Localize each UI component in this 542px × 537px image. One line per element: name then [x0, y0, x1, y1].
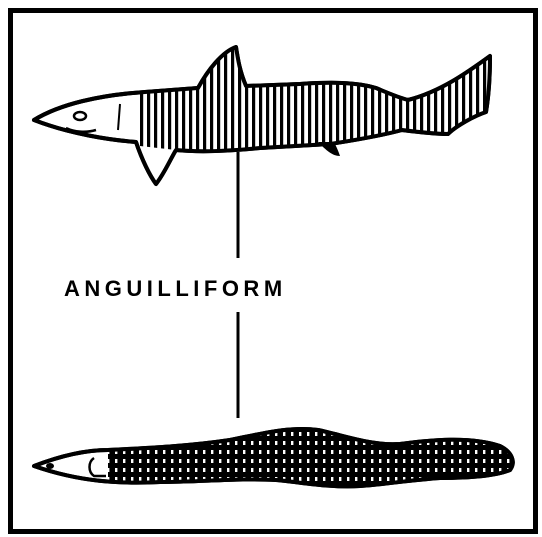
eel-silhouette-icon [34, 429, 513, 486]
shark-silhouette-icon [34, 47, 490, 184]
locomotion-label: ANGUILLIFORM [64, 276, 334, 302]
